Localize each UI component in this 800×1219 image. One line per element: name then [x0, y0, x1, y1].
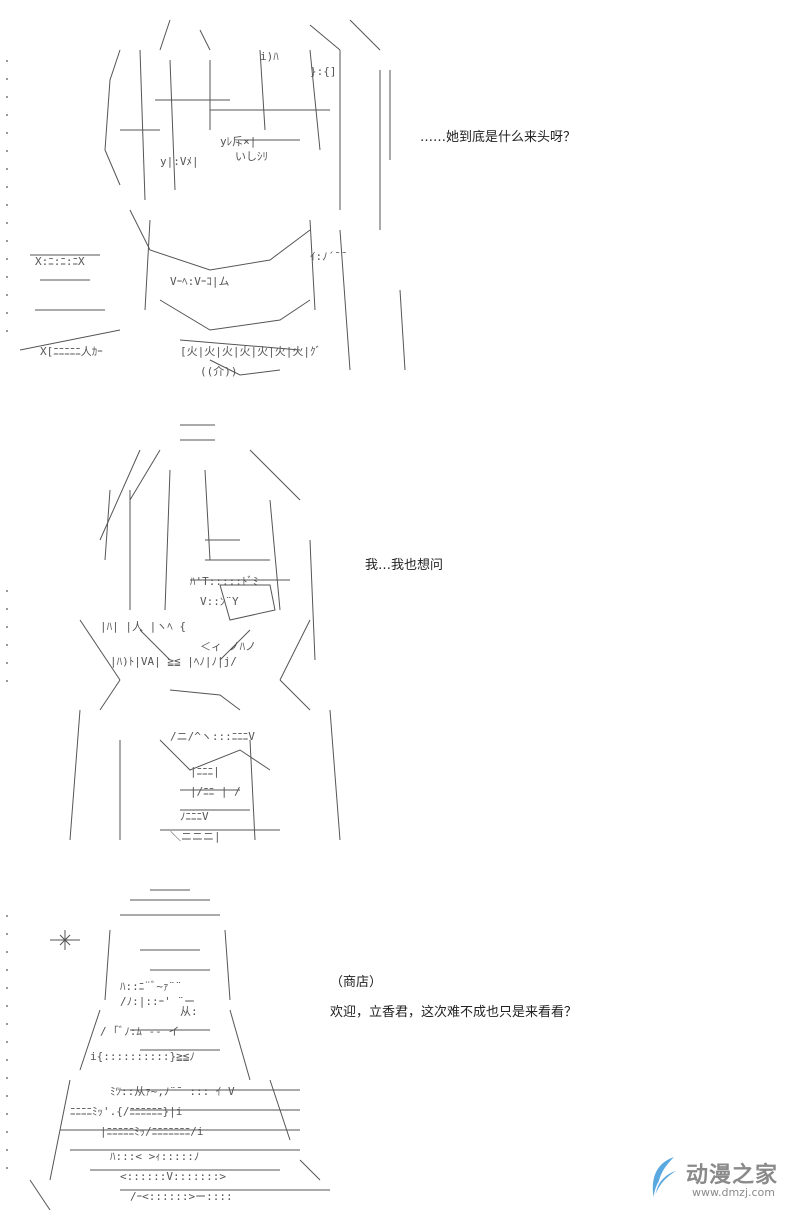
feather-logo-icon [652, 1157, 676, 1200]
svg-text:Vｰﾍ:Vｰｺ|ム: Vｰﾍ:Vｰｺ|ム [170, 275, 230, 288]
svg-text:|/ﾆﾆ | /: |/ﾆﾆ | / [190, 785, 241, 798]
svg-text:ﾊ:::< >ｨ:::::ﾉ: ﾊ:::< >ｨ:::::ﾉ [110, 1150, 199, 1163]
svg-text:ﾊ'T:::::ﾄﾞﾐ: ﾊ'T:::::ﾄﾞﾐ [190, 575, 258, 588]
speech-text: 欢迎，立香君，这次难不成也只是来看看？ [330, 1005, 578, 1020]
shop-label: （商店） [330, 975, 383, 990]
svg-text:ｲ:ﾉ´¯¯: ｲ:ﾉ´¯¯ [310, 250, 348, 263]
svg-text:いしｼﾘ: いしｼﾘ [235, 150, 268, 163]
watermark-name: 动漫之家 [686, 1163, 779, 1188]
svg-text:X:ﾆ:ﾆ:ﾆX: X:ﾆ:ﾆ:ﾆX [35, 255, 85, 268]
speech-text: 我…我也想问 [365, 558, 444, 573]
svg-text:V::ﾝ¨Y: V::ﾝ¨Y [200, 595, 239, 608]
svg-text:|ﾆﾆﾆ|: |ﾆﾆﾆ| [190, 765, 220, 778]
margin-markers [6, 590, 12, 698]
svg-text:ﾉﾆﾆﾆV: ﾉﾆﾆﾆV [180, 810, 209, 823]
svg-text:((介)): ((介)) [200, 365, 238, 378]
svg-text:|ﾊ)ﾄ|VA| ≧≦ |ﾍﾉ|ﾉ|j/: |ﾊ)ﾄ|VA| ≧≦ |ﾍﾉ|ﾉ|j/ [110, 655, 237, 668]
svg-text:i{::::::::::}≧≦ﾉ: i{::::::::::}≧≦ﾉ [90, 1050, 195, 1063]
svg-text:ﾊ::ﾆ¨ﾞ~ｧ¨¨: ﾊ::ﾆ¨ﾞ~ｧ¨¨ [120, 980, 182, 993]
svg-text:}:{]: }:{] [310, 65, 337, 78]
svg-text:yﾚ斥×|: yﾚ斥×| [220, 135, 256, 148]
speech-text: ……她到底是什么来头呀？ [420, 130, 577, 145]
svg-text:ﾐﾂ::从ｧ~,ﾉ¨¯ ::: ｲ V: ﾐﾂ::从ｧ~,ﾉ¨¯ ::: ｲ V [110, 1085, 235, 1098]
ascii-art-character-3: ﾊ::ﾆ¨ﾞ~ｧ¨¨ /ﾉ:|::ｰ' ¨ー 从: / ｢ﾞﾉ:ﾑ -- イ i… [29, 889, 330, 1210]
watermark-url: www.dmzj.com [692, 1186, 775, 1199]
ascii-art-character-2: ﾊ'T:::::ﾄﾞﾐ V::ﾝ¨Y |ﾊ| |人 |ヽﾍ { |ﾊ)ﾄ|VA|… [69, 424, 341, 843]
svg-text:[火|火|火|火|火|火|火|ｸﾞ: [火|火|火|火|火|火|火|ｸﾞ [180, 345, 321, 358]
svg-text:<::::::V:::::::>: <::::::V:::::::> [120, 1170, 226, 1183]
svg-text:＜ィ ノﾊノ: ＜ィ ノﾊノ [200, 640, 256, 653]
svg-text:/ ｢ﾞﾉ:ﾑ -- イ: / ｢ﾞﾉ:ﾑ -- イ [100, 1025, 179, 1038]
svg-text:＼ニニニ|: ＼ニニニ| [170, 830, 221, 843]
svg-text:|ﾊ| |人 |ヽﾍ {: |ﾊ| |人 |ヽﾍ { [100, 620, 186, 633]
margin-markers [6, 915, 12, 1185]
svg-text:/ｰ<::::::>ー::::: /ｰ<::::::>ー:::: [130, 1190, 233, 1203]
panel-1: i)ﾊ }:{] yﾚ斥×| いしｼﾘ y|:Vﾒ| ｲ:ﾉ´¯¯ X:ﾆ:ﾆ:… [0, 0, 800, 400]
margin-markers [6, 60, 12, 348]
svg-text:/ニ/^ヽ:::ﾆﾆﾆV: /ニ/^ヽ:::ﾆﾆﾆV [170, 730, 255, 743]
watermark: 动漫之家 www.dmzj.com [646, 1153, 786, 1205]
svg-text:/ﾉ:|::ｰ' ¨ー: /ﾉ:|::ｰ' ¨ー [120, 995, 195, 1008]
ascii-art-character-1: i)ﾊ }:{] yﾚ斥×| いしｼﾘ y|:Vﾒ| ｲ:ﾉ´¯¯ X:ﾆ:ﾆ:… [19, 19, 406, 378]
svg-text:X[ﾆﾆﾆﾆﾆ人ｶｰ: X[ﾆﾆﾆﾆﾆ人ｶｰ [40, 345, 103, 358]
svg-text:ﾆﾆﾆﾆﾐｯ'.{/ﾆﾆﾆﾆﾆﾆ}|i: ﾆﾆﾆﾆﾐｯ'.{/ﾆﾆﾆﾆﾆﾆ}|i [70, 1105, 182, 1118]
svg-text:从:: 从: [180, 1005, 198, 1018]
panel-3: ﾊ::ﾆ¨ﾞ~ｧ¨¨ /ﾉ:|::ｰ' ¨ー 从: / ｢ﾞﾉ:ﾑ -- イ i… [0, 860, 800, 1219]
svg-text:|ﾆﾆﾆﾆﾆﾐｯ/ﾆﾆﾆﾆﾆﾆﾆ/i: |ﾆﾆﾆﾆﾆﾐｯ/ﾆﾆﾆﾆﾆﾆﾆ/i [100, 1125, 204, 1138]
panel-2: ﾊ'T:::::ﾄﾞﾐ V::ﾝ¨Y |ﾊ| |人 |ヽﾍ { |ﾊ)ﾄ|VA|… [0, 400, 800, 860]
svg-text:y|:Vﾒ|: y|:Vﾒ| [160, 155, 199, 168]
svg-text:i)ﾊ: i)ﾊ [260, 50, 279, 63]
